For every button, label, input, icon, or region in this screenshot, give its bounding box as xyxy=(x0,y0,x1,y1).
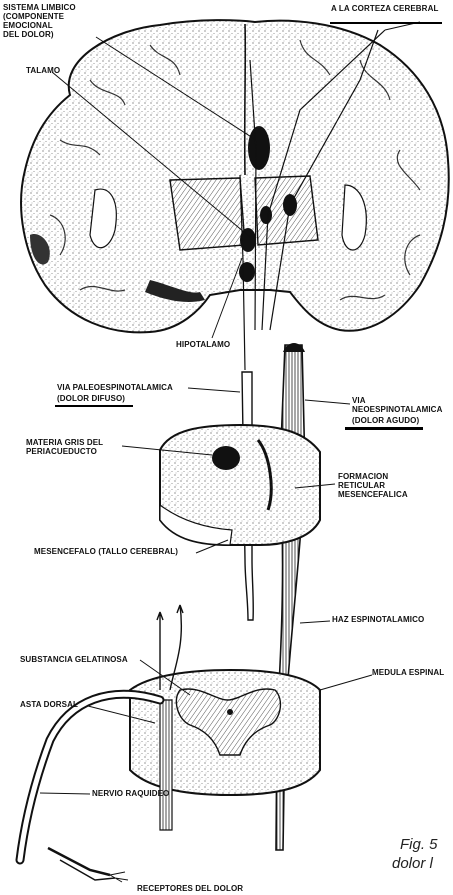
diffuse-pain-label: (DOLOR DIFUSO) xyxy=(57,394,125,403)
reticular-formation-label: FORMACION RETICULAR MESENCEFALICA xyxy=(338,472,408,499)
paleospinothalamic-label: VIA PALEOESPINOTALAMICA xyxy=(57,383,173,392)
cortex-label: A LA CORTEZA CEREBRAL xyxy=(331,4,438,13)
periaqueductal-grey-label: MATERIA GRIS DEL PERIACUEDUCTO xyxy=(26,438,103,456)
spinal-cord-block xyxy=(130,670,320,830)
dorsal-horn-label: ASTA DORSAL xyxy=(20,700,78,709)
acute-pain-underline xyxy=(345,427,423,430)
mesencephalon-block xyxy=(160,425,320,545)
acute-pain-label: (DOLOR AGUDO) xyxy=(352,416,419,425)
substantia-gelatinosa-label: SUBSTANCIA GELATINOSA xyxy=(20,655,128,664)
spinothalamic-tract-label: HAZ ESPINOTALAMICO xyxy=(332,615,424,624)
hypothalamus-label: HIPOTALAMO xyxy=(176,340,230,349)
thalamus-label: TALAMO xyxy=(26,66,60,75)
mesencephalon-label: MESENCEFALO (TALLO CEREBRAL) xyxy=(34,547,178,556)
pain-receptors-label: RECEPTORES DEL DOLOR xyxy=(137,884,243,893)
neospinothalamic-label: VIA NEOESPINOTALAMICA xyxy=(352,396,442,414)
figure-caption-line1: Fig. 5 xyxy=(400,835,438,854)
diffuse-pain-underline xyxy=(55,405,133,407)
limbic-system-label: SISTEMA LIMBICO (COMPONENTE EMOCIONAL DE… xyxy=(3,3,76,39)
spinal-nerve-label: NERVIO RAQUIDEO xyxy=(92,789,169,798)
brain-section xyxy=(21,20,449,332)
cortex-underline xyxy=(330,22,442,24)
spinal-cord-label: MEDULA ESPINAL xyxy=(372,668,444,677)
figure-caption-line2: dolor l xyxy=(392,854,433,873)
